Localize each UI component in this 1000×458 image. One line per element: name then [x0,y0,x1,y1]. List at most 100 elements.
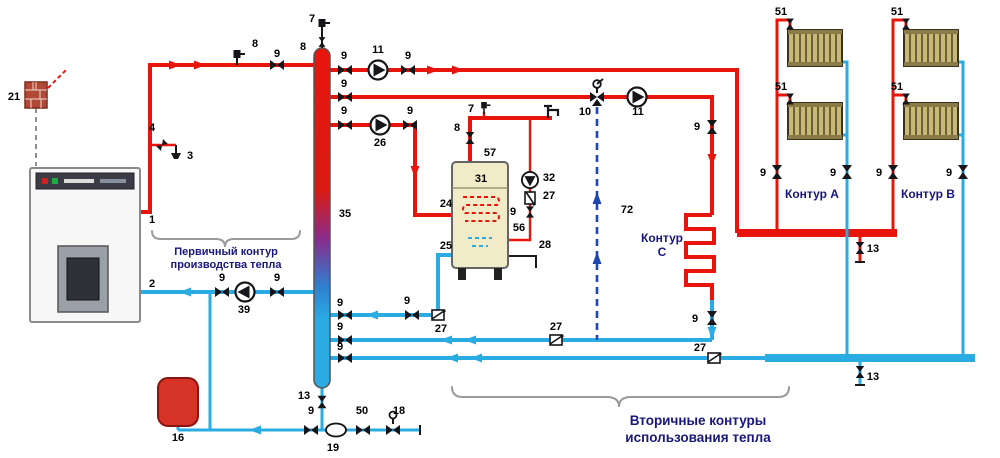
tank-cold-dashed [468,237,492,247]
component-label: 9 [341,78,347,90]
check-valve-symbol [431,308,447,321]
valve-symbol [338,120,352,130]
component-label: 18 [393,405,405,417]
component-label: 21 [8,91,20,103]
radiator [787,29,843,67]
flow-arrow-icon [249,425,261,435]
component-label: 31 [475,173,487,185]
flow-arrow-icon [410,166,420,178]
check-valve-symbol [549,333,565,346]
component-label: 9 [219,272,225,284]
flow-arrow-icon [464,335,476,345]
valve-symbol [772,165,782,179]
flow-arrow-icon [366,310,378,320]
check-valve-symbol [707,351,723,364]
component-label: 9 [337,341,343,353]
valve-symbol [707,120,717,134]
chimney-dashed-line [47,69,67,89]
component-label: 9 [407,105,413,117]
radiator [903,102,959,140]
component-label: 72 [621,204,633,216]
component-label: 3 [187,150,193,162]
component-label: 11 [632,106,644,118]
pressure-reducer-symbol [386,410,400,435]
component-label: 8 [300,41,306,53]
secondary-circuits-caption-line2: использования тепла [625,430,771,445]
component-label: 9 [341,50,347,62]
component-label: 27 [694,342,706,354]
primary-circuit-caption-line1: Первичный контур [174,246,278,258]
tank-drain-line [508,255,537,268]
flow-arrow-icon [452,65,464,75]
radiator-supply-main [330,68,739,233]
mixing-valve-symbol [590,78,604,106]
flow-arrow-icon [194,60,206,70]
circuit-c-label-line2: С [658,245,667,259]
tank-coil-dashed [462,196,500,222]
pump-symbol [367,59,389,81]
component-label: 9 [337,297,343,309]
air-vent-icon [232,49,246,66]
dhw-outlet-pipe [468,116,552,162]
secondary-circuits-caption-line1: Вторичные контуры [630,413,767,428]
component-label: 27 [543,190,555,202]
component-label: 27 [435,323,447,335]
component-label: 2 [149,278,155,290]
component-label: 9 [405,50,411,62]
circuit-c-label-line1: Контур [641,231,683,245]
component-label: 9 [760,167,766,179]
expansion-tank [157,377,199,427]
component-label: 19 [327,442,339,454]
valve-symbol [405,310,419,320]
valve-symbol [338,92,352,102]
tank-supply-pipe [330,123,452,217]
component-label: 24 [440,198,453,210]
valve-symbol [270,287,284,297]
pump-symbol [369,114,391,136]
valve-symbol [338,353,352,363]
circuit-a-label: Контур А [785,187,839,201]
component-label: 7 [468,103,474,115]
component-label: 13 [867,243,879,255]
drain-cock-icon [170,144,182,160]
valve-symbol [338,65,352,75]
component-label: 51 [775,81,787,93]
flow-arrow-icon [440,335,452,345]
pump-symbol [520,170,540,190]
component-label: 27 [550,321,562,333]
component-label: 51 [775,6,787,18]
component-label: 9 [308,405,314,417]
dhw-recirculation-pipe [508,118,532,242]
component-label: 9 [337,321,343,333]
dhw-tank [451,161,509,280]
valve-symbol [526,206,534,217]
flow-arrow-icon [427,65,439,75]
component-label: 16 [172,432,184,444]
flow-arrow-icon [707,154,717,166]
drain-valve-symbol [856,366,865,378]
valve-symbol [842,165,852,179]
flow-arrow-icon [179,287,191,297]
component-label: 8 [454,122,460,134]
flow-arrow-icon [592,192,602,204]
component-label: 25 [440,240,452,252]
valve-symbol [338,310,352,320]
component-label: 1 [149,214,155,226]
component-label: 9 [274,272,280,284]
valve-symbol [888,165,898,179]
valve-symbol [270,60,284,70]
component-label: 9 [830,167,836,179]
component-label: 51 [891,6,903,18]
strainer-symbol [325,422,347,438]
valve-symbol [958,165,968,179]
component-label: 9 [274,48,280,60]
component-label: 56 [513,222,525,234]
component-label: 9 [694,121,700,133]
valve-symbol [356,425,370,435]
radiator [787,102,843,140]
valve-symbol [401,65,415,75]
component-label: 57 [484,147,496,159]
